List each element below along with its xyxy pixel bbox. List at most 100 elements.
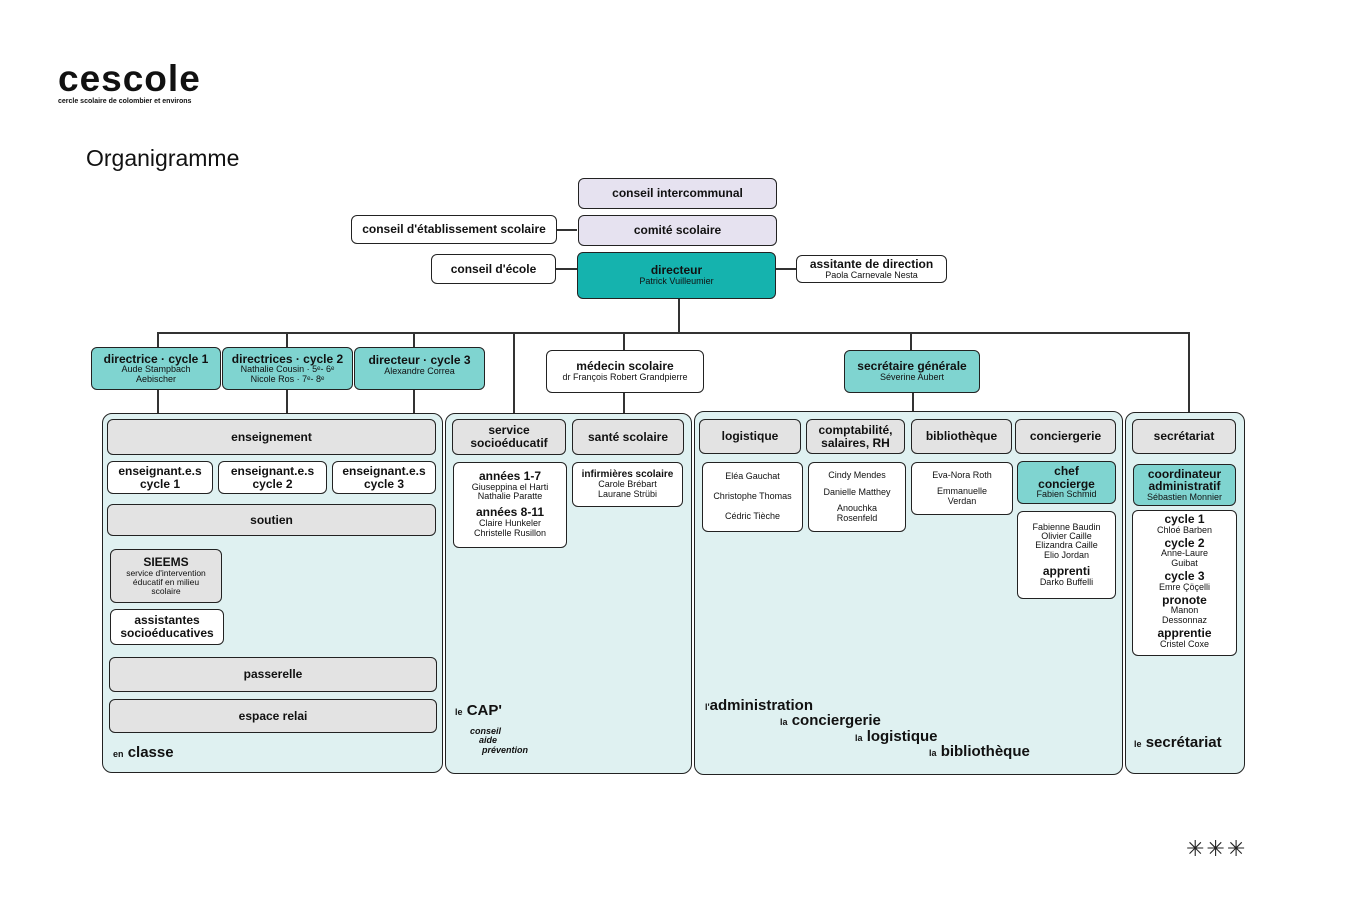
sieems-title: SIEEMS: [143, 555, 189, 570]
annees1-label: années 1-7: [478, 469, 542, 483]
soutien-label: soutien: [250, 512, 293, 527]
admin-footer-bibliotheque: la bibliothèque: [929, 743, 1030, 760]
brand-logo: cescole cercle scolaire de colombier et …: [58, 60, 201, 105]
secretariat-entry: apprentie Cristel Coxe: [1157, 627, 1211, 649]
secretariat-footer-prefix: le: [1134, 739, 1142, 749]
logistique-name: Eléa Gauchat: [725, 471, 780, 482]
secretaire-generale-box: secrétaire générale Séverine Aubert: [844, 350, 980, 393]
connector: [557, 229, 577, 231]
conseil-ecole-label: conseil d'école: [450, 261, 537, 276]
cycle1-director-title: directrice · cycle 1: [103, 351, 209, 366]
secretariat-box: secrétariat: [1132, 419, 1236, 454]
admin-footer-administration: l'administration: [705, 697, 813, 714]
connector: [623, 393, 625, 419]
infirmieres-label: infirmières scolaire: [581, 468, 674, 480]
assistantes-box: assistantes socioéducatives: [110, 609, 224, 645]
connector: [413, 390, 415, 420]
passerelle-label: passerelle: [243, 667, 303, 682]
connector: [912, 393, 914, 411]
connector: [1188, 332, 1190, 413]
secretariat-entry: pronote Manon Dessonnaz: [1147, 594, 1222, 625]
cycle2-director-title: directrices · cycle 2: [231, 351, 344, 366]
secretariat-entry-label: cycle 3: [1164, 568, 1205, 583]
connector: [910, 332, 912, 350]
annees1-name: Giuseppina el Harti: [471, 481, 549, 492]
logistique-name: Cédric Tièche: [724, 511, 781, 522]
sieems-box: SIEEMS service d'intervention éducatif e…: [110, 549, 222, 603]
biblio-name: Emmanuelle Verdan: [936, 486, 988, 506]
secretaire-generale-title: secrétaire générale: [857, 359, 967, 374]
comite-scolaire-box: comité scolaire: [578, 215, 777, 246]
connector: [513, 332, 515, 414]
admin-footer-logistique: la logistique: [855, 728, 938, 745]
concierge-name: Elizandra Caille: [1035, 540, 1098, 551]
infirmieres-name: Laurane Strübi: [597, 488, 658, 499]
enseignement-label: enseignement: [231, 429, 312, 444]
connector: [776, 268, 796, 270]
cycle2-director-name: Nathalie Cousin · 5ᵉ- 6ᵉ: [240, 364, 335, 375]
cap-footer-word: CAP': [466, 702, 502, 719]
directeur-box: directeur Patrick Vuilleumier: [577, 252, 776, 299]
brand-tagline: cercle scolaire de colombier et environs: [58, 98, 192, 105]
assistantes-label: assistantes socioéducatives: [120, 613, 214, 640]
secretariat-entry-name: Chloé Barben: [1156, 524, 1213, 535]
soutien-box: soutien: [107, 504, 436, 536]
cap-footer-sub: conseil aide prévention: [470, 726, 529, 755]
assistante-name: Paola Carnevale Nesta: [825, 269, 918, 280]
concierge-name: Fabienne Baudin: [1032, 521, 1101, 532]
biblio-staff-box: Eva-Nora Roth Emmanuelle Verdan: [911, 462, 1013, 515]
conciergerie-box: conciergerie: [1015, 419, 1116, 454]
cycle3-director-name: Alexandre Correa: [384, 365, 455, 376]
connector: [157, 390, 159, 420]
coordinateur-box: coordinateur administratif Sébastien Mon…: [1133, 464, 1236, 506]
cap-footer: le CAP': [455, 702, 502, 719]
connector: [157, 332, 159, 348]
logistique-label: logistique: [721, 429, 779, 444]
cap-sub-line: prévention: [482, 744, 529, 755]
passerelle-box: passerelle: [109, 657, 437, 692]
secretariat-title: secrétariat: [1153, 429, 1215, 444]
compta-name: Cindy Mendes: [828, 469, 886, 480]
secretariat-entry-name: Manon Dessonnaz: [1161, 605, 1208, 625]
concierges-box: Fabienne Baudin Olivier Caille Elizandra…: [1017, 511, 1116, 599]
infirmieres-name: Carole Brébart: [598, 479, 657, 490]
coordinateur-name: Sébastien Monnier: [1146, 491, 1223, 502]
comptabilite-label: comptabilité, salaires, RH: [818, 422, 893, 450]
bibliotheque-box: bibliothèque: [911, 419, 1012, 454]
comite-scolaire-label: comité scolaire: [633, 223, 722, 238]
teachers-cycle1-label: enseignant.e.s cycle 1: [118, 463, 202, 491]
secretariat-entry-label: pronote: [1162, 592, 1207, 607]
espace-relai-box: espace relai: [109, 699, 437, 733]
classe-footer: en classe: [113, 744, 174, 761]
secretariat-footer-word: secrétariat: [1145, 734, 1222, 751]
sieems-description: service d'intervention éducatif en milie…: [126, 567, 206, 596]
cycle2-director-name: Nicole Ros · 7ᵉ- 8ᵉ: [250, 373, 325, 384]
coordinateur-title: coordinateur administratif: [1147, 466, 1222, 494]
cap-sub-line: aide: [479, 735, 498, 746]
teachers-cycle3-label: enseignant.e.s cycle 3: [342, 463, 426, 491]
annees1-name: Nathalie Paratte: [477, 491, 543, 502]
compta-name: Anouchka Rosenfeld: [836, 503, 878, 523]
classe-footer-prefix: en: [113, 749, 124, 759]
admin-footer-conciergerie: la conciergerie: [780, 712, 881, 729]
service-socioeducatif-box: service socioéducatif: [452, 419, 566, 455]
enseignement-box: enseignement: [107, 419, 436, 455]
classe-footer-word: classe: [127, 744, 174, 761]
medecin-name: dr François Robert Grandpierre: [562, 372, 688, 383]
secretariat-entry-label: apprentie: [1157, 625, 1212, 640]
cap-footer-prefix: le: [455, 707, 463, 717]
secretariat-entry: cycle 2 Anne-Laure Guibat: [1147, 537, 1222, 568]
admin-footer-word: bibliothèque: [940, 743, 1030, 760]
conseil-etablissement-label: conseil d'établissement scolaire: [362, 222, 546, 237]
directeur-title: directeur: [650, 263, 703, 278]
conseil-ecole-box: conseil d'école: [431, 254, 556, 284]
admin-footer-word: logistique: [866, 728, 938, 745]
sante-scolaire-box: santé scolaire: [572, 419, 684, 455]
cycle2-director-box: directrices · cycle 2 Nathalie Cousin · …: [222, 347, 353, 390]
secretariat-entry-name: Emre Çöçelli: [1158, 581, 1210, 592]
admin-footer-prefix: la: [780, 717, 788, 727]
secretaire-generale-name: Séverine Aubert: [879, 372, 945, 383]
connector: [623, 332, 625, 350]
annees-box: années 1-7 Giuseppina el Harti Nathalie …: [453, 462, 567, 548]
connector: [556, 268, 578, 270]
